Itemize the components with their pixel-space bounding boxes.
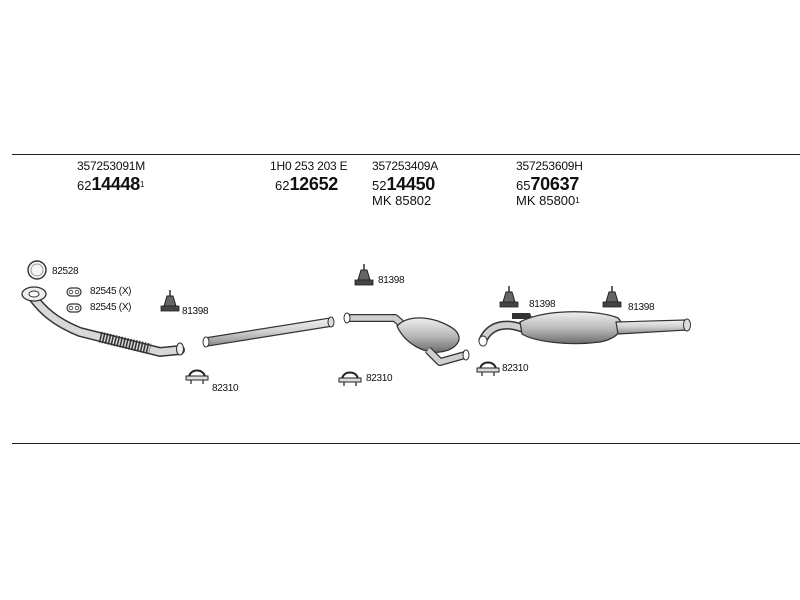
part-number-main: 70637: [530, 174, 580, 194]
footnote-mark: 1: [140, 180, 145, 189]
callout-gasket-upper: 82545 (X): [90, 286, 132, 297]
callout-clamp-rear: 82310: [502, 363, 529, 374]
mounting-kit-number: MK 85800: [516, 193, 576, 208]
rubber-hanger-icon: [160, 290, 180, 312]
gasket-icon: [66, 303, 82, 313]
top-divider: [12, 154, 800, 155]
pipe-clamp-icon: [476, 361, 500, 376]
mounting-kit-number: MK 85802: [372, 193, 432, 208]
part-number-main: 14450: [386, 174, 436, 194]
oem-number-rear-silencer: 357253609H: [516, 159, 583, 173]
part-number-rear-silencer: 6570637: [516, 174, 579, 196]
part-number-main: 14448: [91, 174, 141, 194]
oem-number-intermediate-pipe: 1H0 253 203 E: [270, 159, 348, 173]
sealing-ring-icon: [27, 260, 47, 280]
middle-silencer-drawing: [343, 312, 470, 366]
part-number-prefix: 52: [372, 178, 387, 193]
callout-clamp-middle: 82310: [366, 373, 393, 384]
pipe-clamp-icon: [185, 369, 209, 384]
part-number-prefix: 62: [275, 178, 290, 193]
part-number-front-pipe: 62144481: [77, 174, 144, 196]
gasket-icon: [66, 287, 82, 297]
oem-number-front-pipe: 357253091M: [77, 159, 146, 173]
pipe-clamp-icon: [338, 371, 362, 386]
part-number-main: 12652: [289, 174, 339, 194]
callout-hanger-rear-a: 81398: [529, 299, 556, 310]
front-pipe-drawing: [21, 286, 185, 358]
part-number-intermediate-pipe: 6212652: [275, 174, 338, 196]
rubber-hanger-icon: [602, 286, 622, 308]
part-number-middle-silencer: 5214450: [372, 174, 435, 196]
part-number-prefix: 62: [77, 178, 92, 193]
oem-number-middle-silencer: 357253409A: [372, 159, 439, 173]
mounting-kit-middle-silencer: MK 85802: [372, 193, 431, 209]
rubber-hanger-icon: [354, 264, 374, 286]
callout-gasket-lower: 82545 (X): [90, 302, 132, 313]
callout-hanger-rear-b: 81398: [628, 302, 655, 313]
callout-clamp-front: 82310: [212, 383, 239, 394]
footnote-mark: 1: [575, 196, 580, 205]
intermediate-pipe-drawing: [202, 316, 335, 348]
callout-sealing-ring: 82528: [52, 266, 79, 277]
callout-hanger-front: 81398: [182, 306, 209, 317]
part-number-prefix: 65: [516, 178, 531, 193]
rear-silencer-drawing: [478, 311, 691, 347]
mounting-kit-rear-silencer: MK 858001: [516, 193, 580, 209]
rubber-hanger-icon: [499, 286, 519, 308]
bottom-divider: [12, 443, 800, 444]
callout-hanger-middle: 81398: [378, 275, 405, 286]
